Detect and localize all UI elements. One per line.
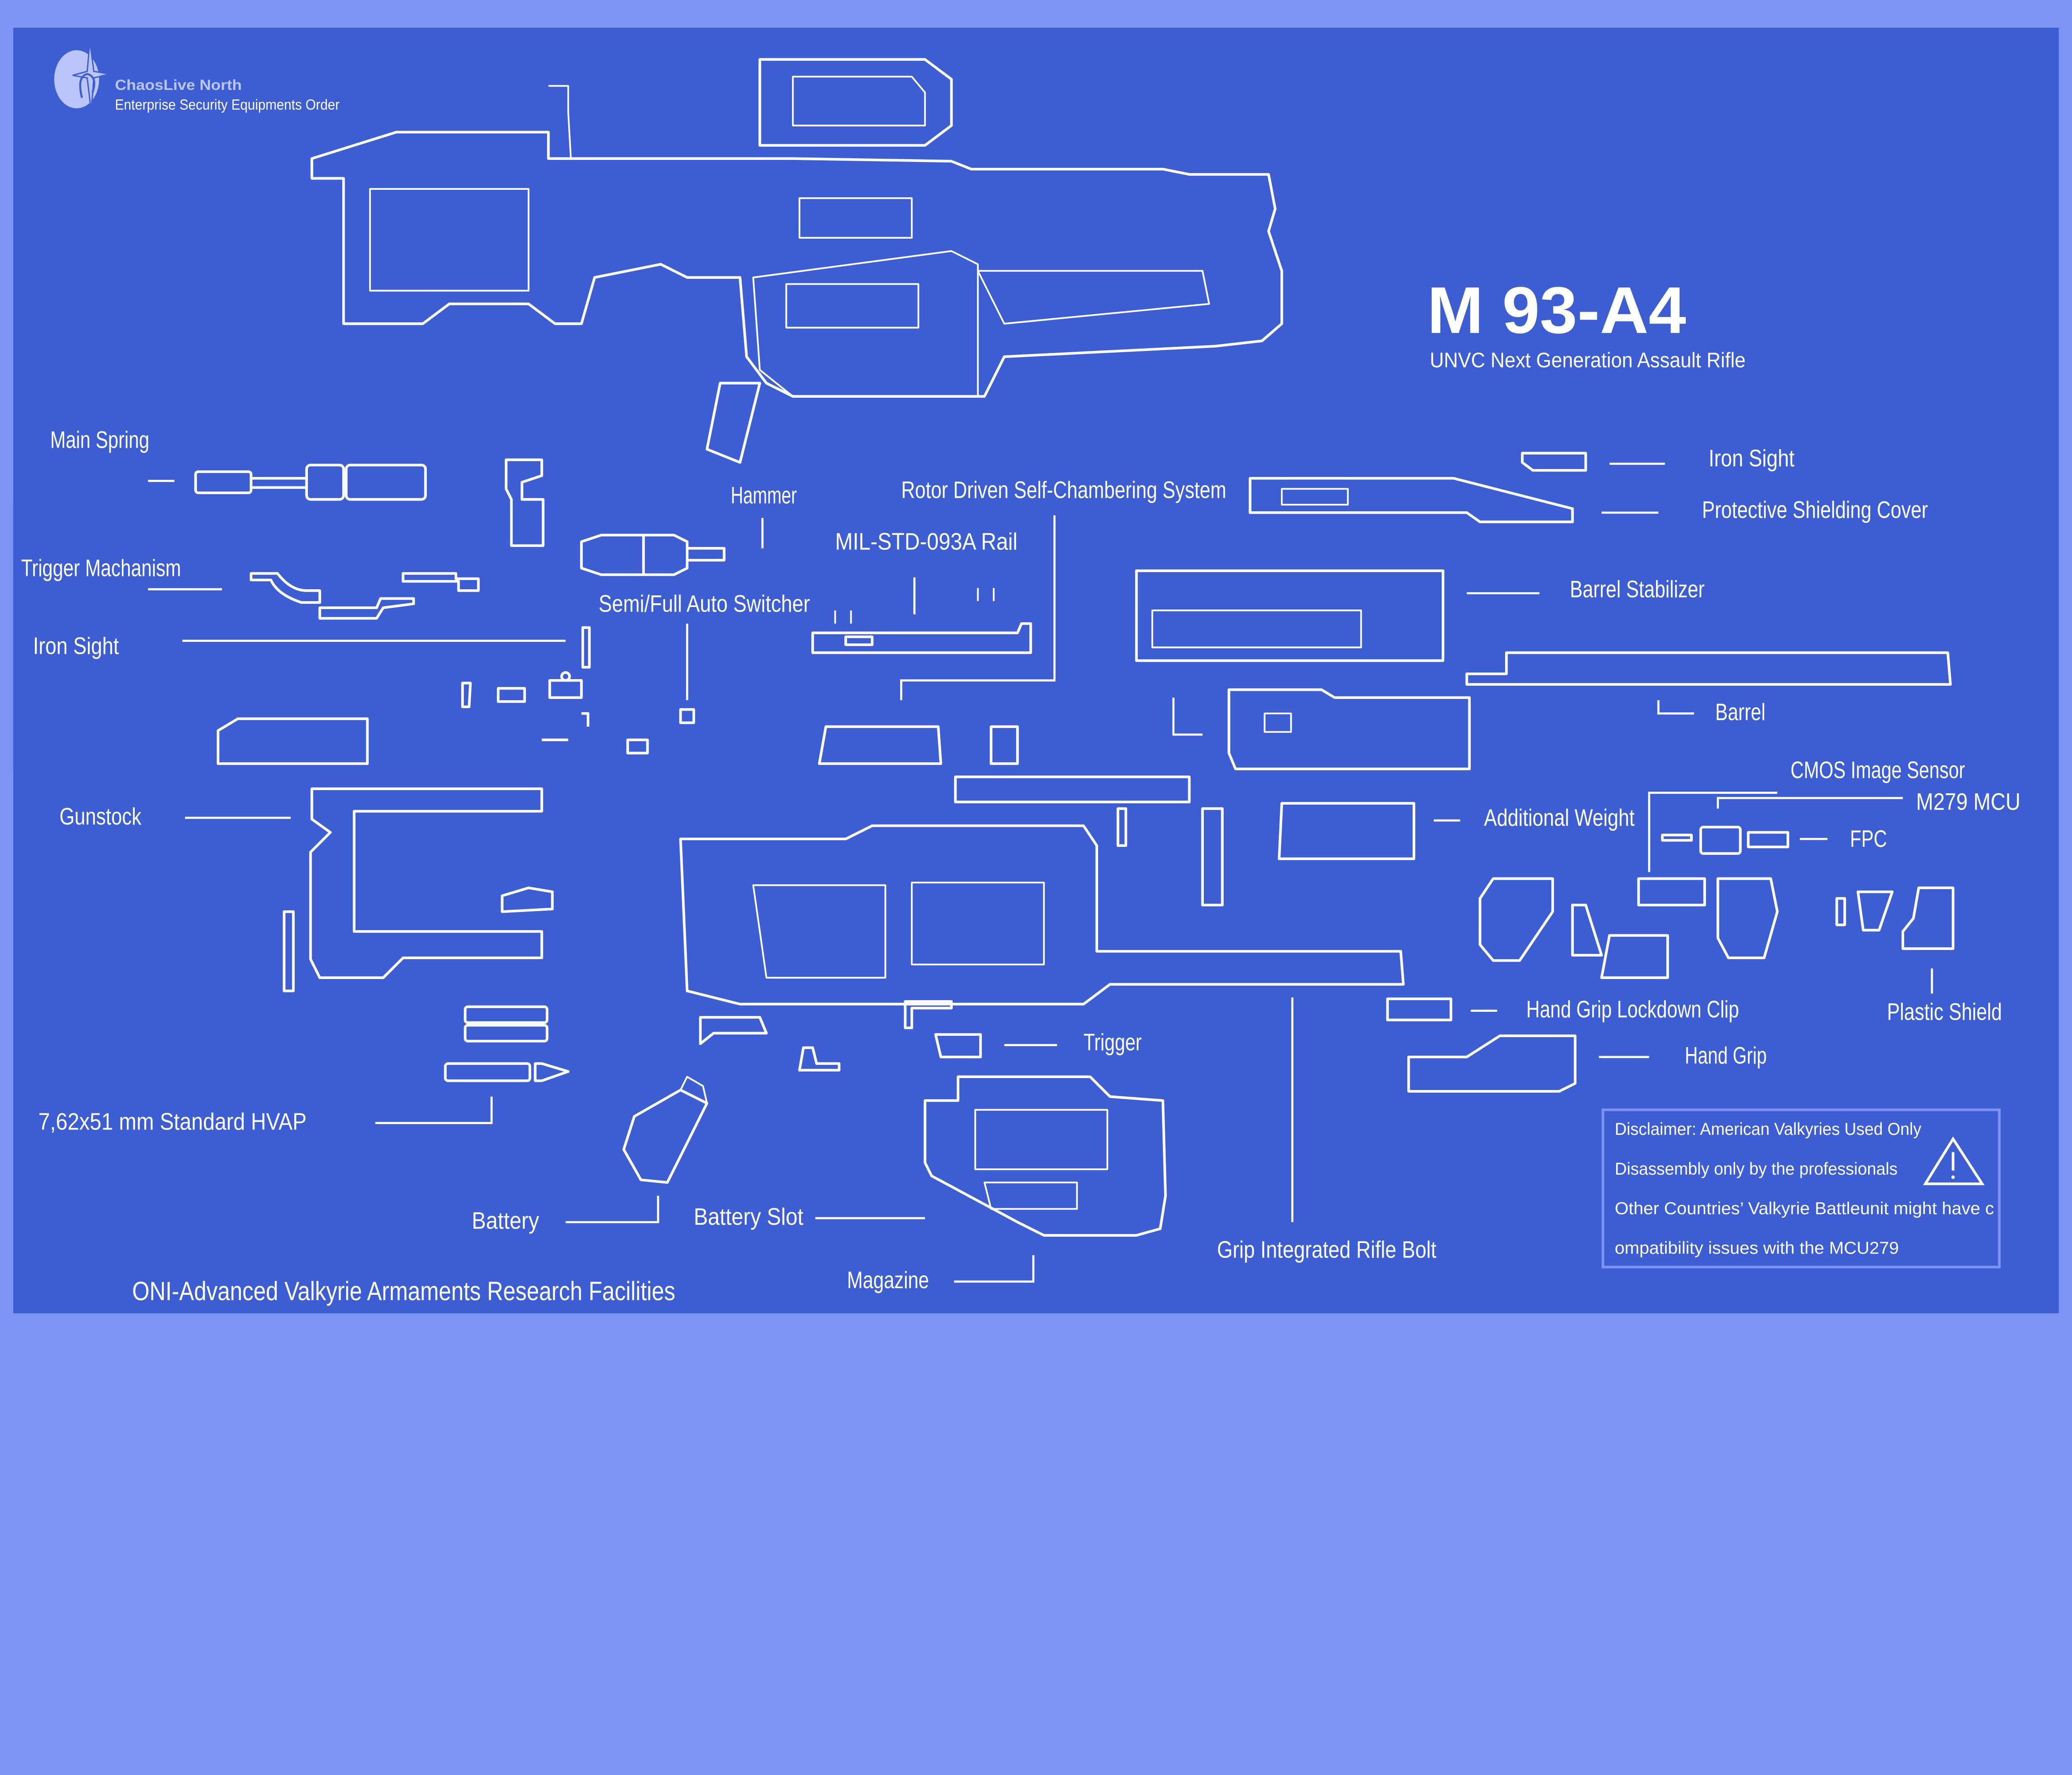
label-additional-weight: Additional Weight xyxy=(1484,805,1635,831)
label-plastic-shield: Plastic Shield xyxy=(1887,999,2002,1025)
frame-tab-top xyxy=(0,27,13,522)
hammer-part xyxy=(580,534,726,576)
battery-part xyxy=(622,1076,709,1184)
barrel-part xyxy=(1465,651,1952,686)
inner-panel xyxy=(13,27,2059,1313)
leader-rotor xyxy=(900,515,1056,701)
label-barrel-stabilizer: Barrel Stabilizer xyxy=(1570,576,1704,602)
additional-weight-part xyxy=(1278,802,1416,860)
fpc-parts xyxy=(1661,825,1789,855)
leader-cmos xyxy=(1648,791,1777,872)
disclaimer-box xyxy=(1601,1108,2001,1269)
leader-battery xyxy=(565,1195,659,1224)
ammo-parts xyxy=(444,1005,570,1082)
trigger-part xyxy=(699,1000,982,1072)
label-shield-cover: Protective Shielding Cover xyxy=(1702,497,1928,523)
grip-module-parts xyxy=(1479,877,1955,979)
disclaimer-line-1: Disclaimer: American Valkyries Used Only xyxy=(1615,1119,1922,1139)
label-magazine: Magazine xyxy=(847,1267,929,1294)
model-subtitle: UNVC Next Generation Assault Rifle xyxy=(1430,348,1745,372)
label-fpc: FPC xyxy=(1850,826,1887,852)
disclaimer-line-2: Disassembly only by the professionals xyxy=(1615,1159,1898,1178)
warning-triangle-icon xyxy=(1923,1136,1985,1185)
label-mcu: M279 MCU xyxy=(1916,789,2021,815)
label-rail: MIL-STD-093A Rail xyxy=(835,529,1017,555)
lower-receiver-part xyxy=(679,807,1405,1006)
label-trigger-mechanism: Trigger Machanism xyxy=(21,555,181,581)
upper-receiver-part xyxy=(1227,688,1471,771)
protective-cover-part xyxy=(1249,477,1574,523)
blueprint-page: ChaosLive North Enterprise Security Equi… xyxy=(0,27,2059,1313)
bracket-part xyxy=(505,458,545,547)
leader-ammo xyxy=(375,1096,493,1124)
label-barrel: Barrel xyxy=(1715,699,1765,725)
disclaimer-line-4: ompatibility issues with the MCU279 xyxy=(1615,1238,1899,1257)
disclaimer-line-3: Other Countries’ Valkyrie Battleunit mig… xyxy=(1615,1198,1994,1218)
iron-sight-right-part xyxy=(1521,452,1587,472)
magazine-part xyxy=(923,1075,1167,1237)
weight-plate-part xyxy=(1201,807,1224,907)
label-iron-sight-left: Iron Sight xyxy=(33,633,119,659)
label-hammer: Hammer xyxy=(731,482,796,509)
label-lockdown-clip: Hand Grip Lockdown Clip xyxy=(1526,996,1739,1023)
label-trigger: Trigger xyxy=(1084,1029,1142,1056)
label-hand-grip: Hand Grip xyxy=(1685,1042,1767,1069)
main-spring-part xyxy=(194,464,427,501)
leader-magazine xyxy=(954,1255,1035,1283)
leader-upper xyxy=(1172,697,1203,736)
label-gunstock: Gunstock xyxy=(59,803,141,830)
company-logo xyxy=(54,41,110,111)
leader-mcu xyxy=(1716,797,1903,809)
label-ammo: 7,62x51 mm Standard HVAP xyxy=(38,1108,306,1135)
footer-text: ONI-Advanced Valkyrie Armaments Research… xyxy=(132,1276,675,1306)
barrel-stabilizer-part xyxy=(1135,569,1445,662)
hand-grip-part xyxy=(1407,1034,1577,1093)
trigger-mechanism-parts xyxy=(249,572,480,620)
rail-part xyxy=(811,588,1032,654)
iron-sight-small-parts xyxy=(461,626,695,754)
label-iron-sight-right: Iron Sight xyxy=(1709,445,1794,472)
rotor-part xyxy=(818,725,1191,803)
lockdown-clip-part xyxy=(1386,997,1452,1021)
label-grip-bolt: Grip Integrated Rifle Bolt xyxy=(1217,1237,1436,1263)
division-name: Enterprise Security Equipments Order xyxy=(115,97,339,113)
label-main-spring: Main Spring xyxy=(50,427,149,453)
assembled-rifle xyxy=(310,58,1283,464)
label-cmos: CMOS Image Sensor xyxy=(1791,757,1965,784)
label-semi-full-switcher: Semi/Full Auto Switcher xyxy=(599,590,810,617)
leader-barrel xyxy=(1657,700,1694,715)
model-title: M 93-A4 xyxy=(1427,273,1686,347)
gunstock-part xyxy=(216,717,554,992)
company-name: ChaosLive North xyxy=(115,77,242,93)
label-rotor-system: Rotor Driven Self-Chambering System xyxy=(901,477,1226,503)
blueprint-canvas: ChaosLive North Enterprise Security Equi… xyxy=(0,27,2059,1313)
frame-tab-bottom xyxy=(0,753,13,1313)
label-battery-slot: Battery Slot xyxy=(694,1204,804,1230)
label-battery: Battery xyxy=(472,1208,539,1234)
